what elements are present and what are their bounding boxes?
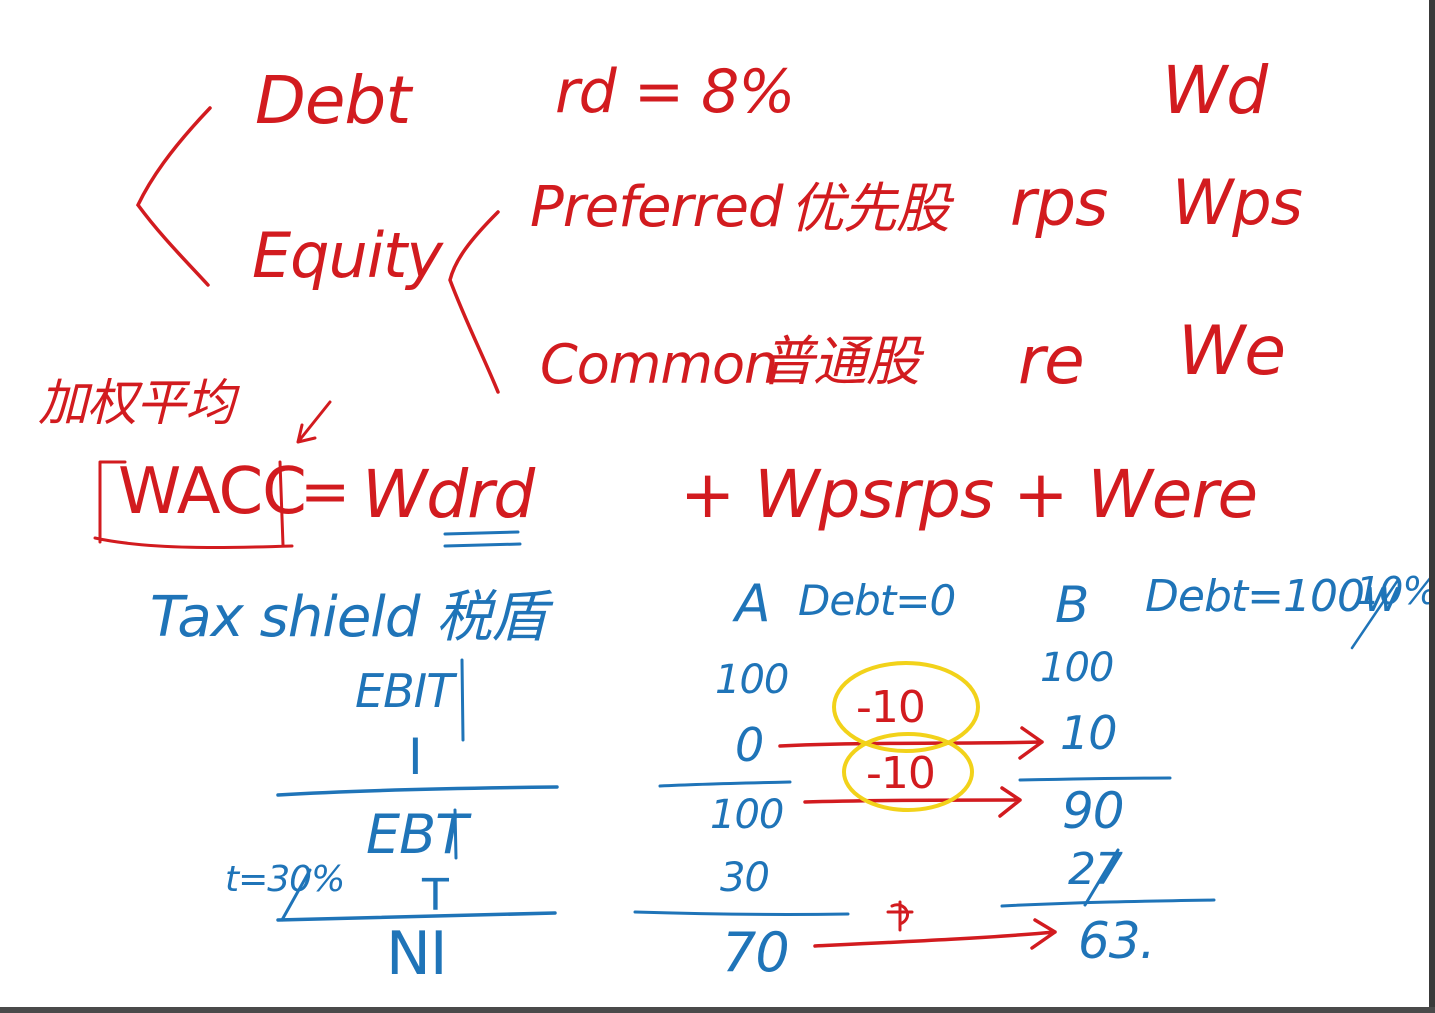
a-divider-1	[658, 780, 792, 788]
equity-label: Equity	[252, 219, 443, 292]
debt-label: Debt	[255, 62, 411, 139]
rps-label: rps	[1010, 167, 1108, 241]
wps-label: Wps	[1172, 166, 1303, 239]
rd-value: rd = 8%	[555, 57, 795, 127]
b-tax: 27	[1068, 844, 1123, 895]
b-27-slash	[1083, 848, 1120, 907]
ebit-bracket	[460, 658, 465, 742]
arrow-ebt	[803, 786, 1022, 818]
ebt-bracket	[453, 808, 458, 860]
highlight-circle-1	[832, 661, 980, 753]
window-edge-right	[1429, 0, 1435, 1013]
capital-bracket	[135, 106, 212, 287]
re-label: re	[1018, 322, 1085, 399]
ni-label: NI	[386, 919, 448, 989]
we-label: We	[1178, 312, 1286, 391]
difference-ebt: -10	[866, 748, 936, 799]
weighted-average-note: 加权平均	[38, 374, 235, 432]
arrow-interest	[778, 726, 1044, 760]
company-b-rate: 10%	[1356, 569, 1435, 613]
interest-label: I	[408, 728, 423, 786]
red-mark	[886, 900, 914, 932]
common-label: Common	[540, 333, 778, 396]
wdrd-underline	[443, 530, 522, 548]
tax-shield-title: Tax shield 税盾	[150, 585, 547, 650]
ni-divider	[276, 911, 557, 922]
ebt-divider	[276, 785, 559, 797]
wacc-box	[93, 460, 294, 550]
highlight-circle-2	[842, 732, 974, 812]
a-tax: 30	[720, 855, 770, 901]
wd-label: Wd	[1162, 52, 1268, 129]
common-cn-label: 普通股	[760, 330, 920, 393]
b-rate-slash	[1350, 578, 1400, 650]
company-b-header: B	[1055, 576, 1089, 634]
a-ni: 70	[722, 921, 790, 984]
equity-bracket	[448, 210, 500, 394]
a-divider-2	[633, 910, 850, 916]
window-edge-bottom	[0, 1007, 1435, 1013]
ebt-label: EBT	[366, 803, 468, 866]
preferred-cn-label: 优先股	[790, 177, 950, 240]
wacc-equals: =	[300, 457, 350, 527]
wacc-remaining-terms: + Wpsrps + Were	[680, 456, 1258, 533]
b-divider-2	[1000, 898, 1216, 908]
company-b-debt: Debt=100w	[1145, 571, 1400, 622]
difference-interest: -10	[856, 682, 926, 733]
ebit-label: EBIT	[355, 664, 454, 718]
tax-label: T	[422, 870, 449, 921]
company-a-debt: Debt=0	[798, 576, 956, 625]
preferred-label: Preferred	[530, 175, 783, 240]
wacc-label: WACC	[118, 455, 307, 529]
arrow-ni	[813, 918, 1057, 950]
company-a-header: A	[735, 574, 771, 634]
b-interest: 10	[1060, 706, 1118, 760]
a-ebit: 100	[715, 657, 789, 703]
b-ebit: 100	[1040, 645, 1114, 691]
note-arrow	[296, 400, 332, 444]
a-ebt: 100	[710, 792, 784, 838]
wdrd-term: Wdrd	[362, 456, 535, 533]
a-interest: 0	[735, 718, 764, 772]
b-divider-1	[1018, 776, 1172, 782]
tax-rate-label: t=30%	[225, 859, 345, 900]
b-ebt: 90	[1062, 782, 1125, 840]
b-ni: 63.	[1078, 912, 1156, 970]
tax-arrow	[280, 868, 312, 922]
